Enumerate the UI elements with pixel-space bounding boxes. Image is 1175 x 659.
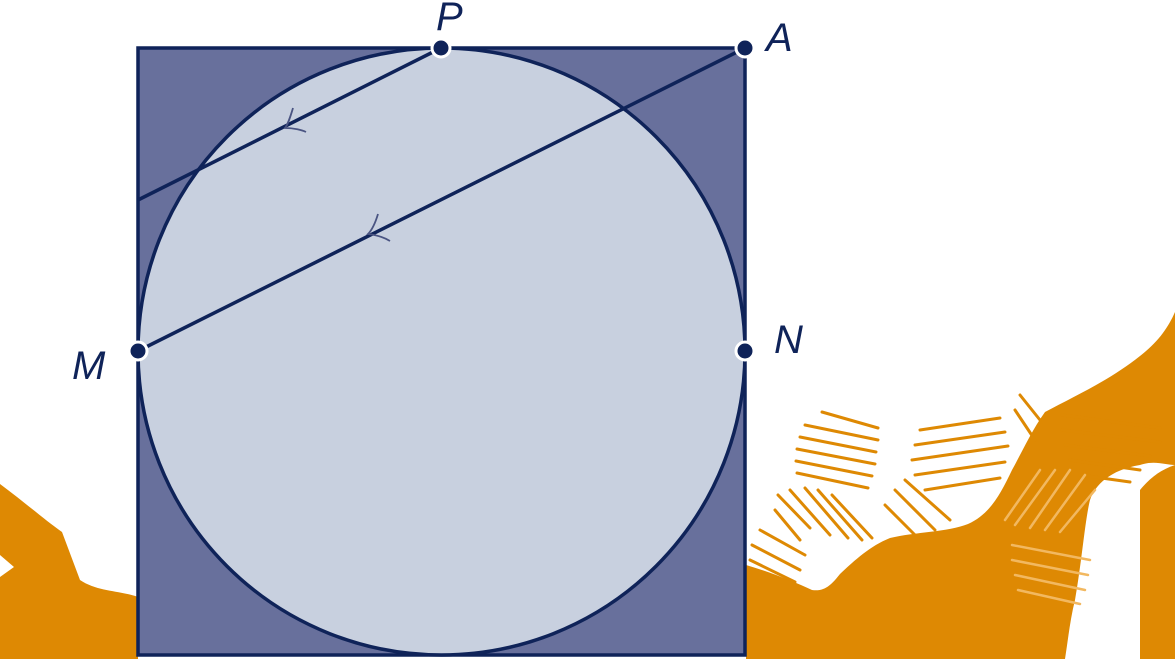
point-M-label: M: [72, 344, 106, 388]
hatch-strokes: [748, 393, 1162, 584]
point-N-dot: [734, 340, 756, 362]
point-A-label: A: [764, 16, 793, 60]
point-N: N: [734, 318, 803, 362]
parallel-arrow-mark-lower: [366, 213, 391, 242]
light-hatch-strokes: [1003, 468, 1097, 606]
line-P-parallel: [137, 46, 442, 202]
point-A: A: [734, 16, 793, 60]
inscribed-circle: [136, 46, 747, 657]
left-terrain: [0, 484, 138, 659]
point-N-label: N: [774, 318, 803, 362]
point-M: M: [72, 340, 149, 388]
far-right-terrain: [1140, 465, 1175, 659]
point-P-label: P: [436, 0, 463, 39]
terrain-background: [0, 312, 1175, 659]
line-AM: [137, 46, 746, 353]
parallel-arrow-mark-upper: [283, 107, 307, 133]
point-M-dot: [127, 340, 149, 362]
point-A-dot: [734, 37, 756, 59]
point-P-dot: [430, 37, 452, 59]
point-P: P: [430, 0, 463, 59]
